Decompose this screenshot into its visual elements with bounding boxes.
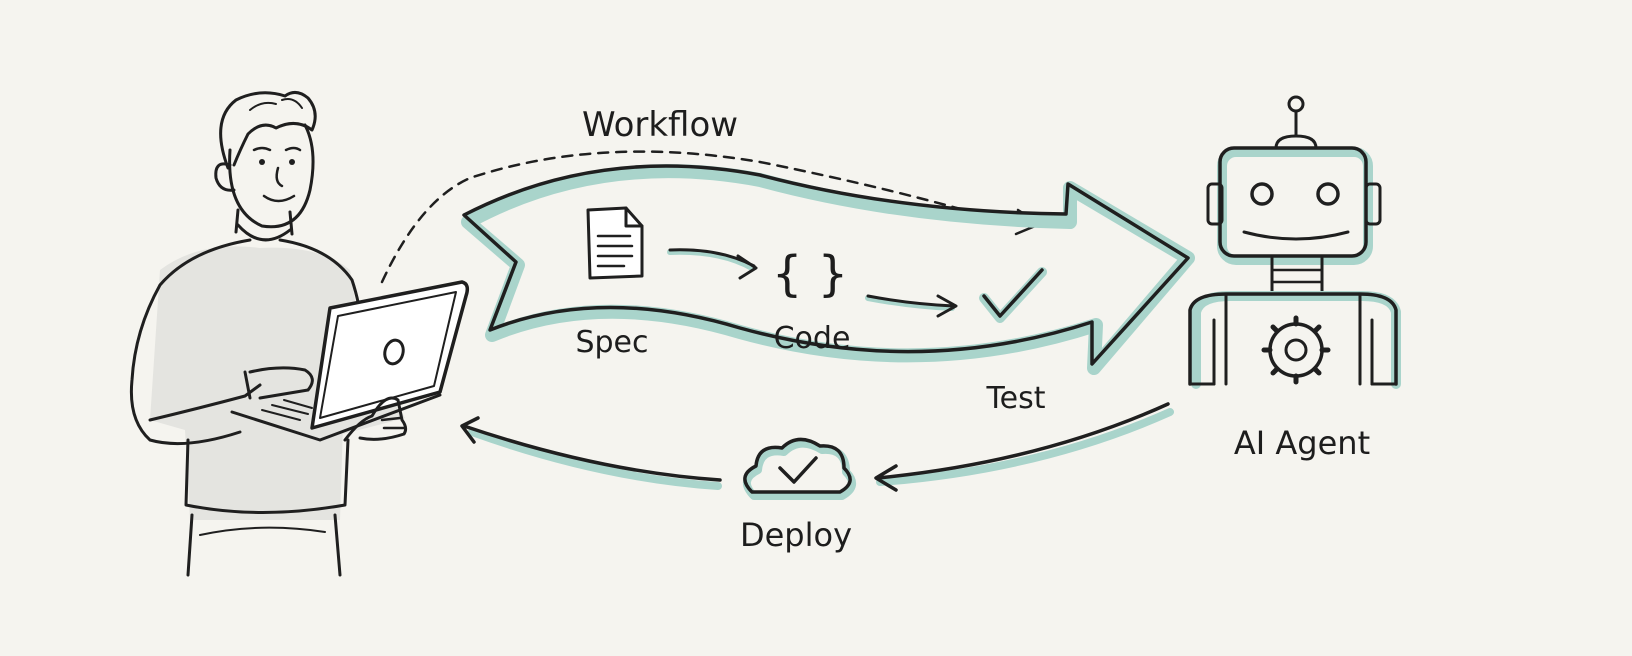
code-to-test-arrow (866, 294, 958, 318)
workflow-title: Workflow (582, 105, 738, 145)
svg-text:{ }: { } (772, 246, 848, 302)
developer-with-laptop-icon (129, 91, 470, 577)
spec-to-code-arrow (668, 248, 758, 280)
step-label-spec: Spec (575, 325, 648, 360)
robot-icon (1188, 95, 1401, 389)
agent-label: AI Agent (1234, 424, 1370, 462)
big-wave-arrow (461, 164, 1195, 375)
document-icon (586, 206, 644, 280)
step-label-test: Test (985, 381, 1045, 416)
checkmark-icon (979, 267, 1047, 323)
curly-braces-icon: { } (772, 246, 848, 302)
step-label-code: Code (774, 321, 851, 356)
step-label-deploy: Deploy (740, 516, 852, 554)
cloud-check-icon (743, 437, 856, 500)
agent-to-deploy-arrow (874, 402, 1170, 492)
workflow-dashed-arc (380, 150, 1007, 284)
deploy-to-developer-arrow (460, 416, 722, 482)
